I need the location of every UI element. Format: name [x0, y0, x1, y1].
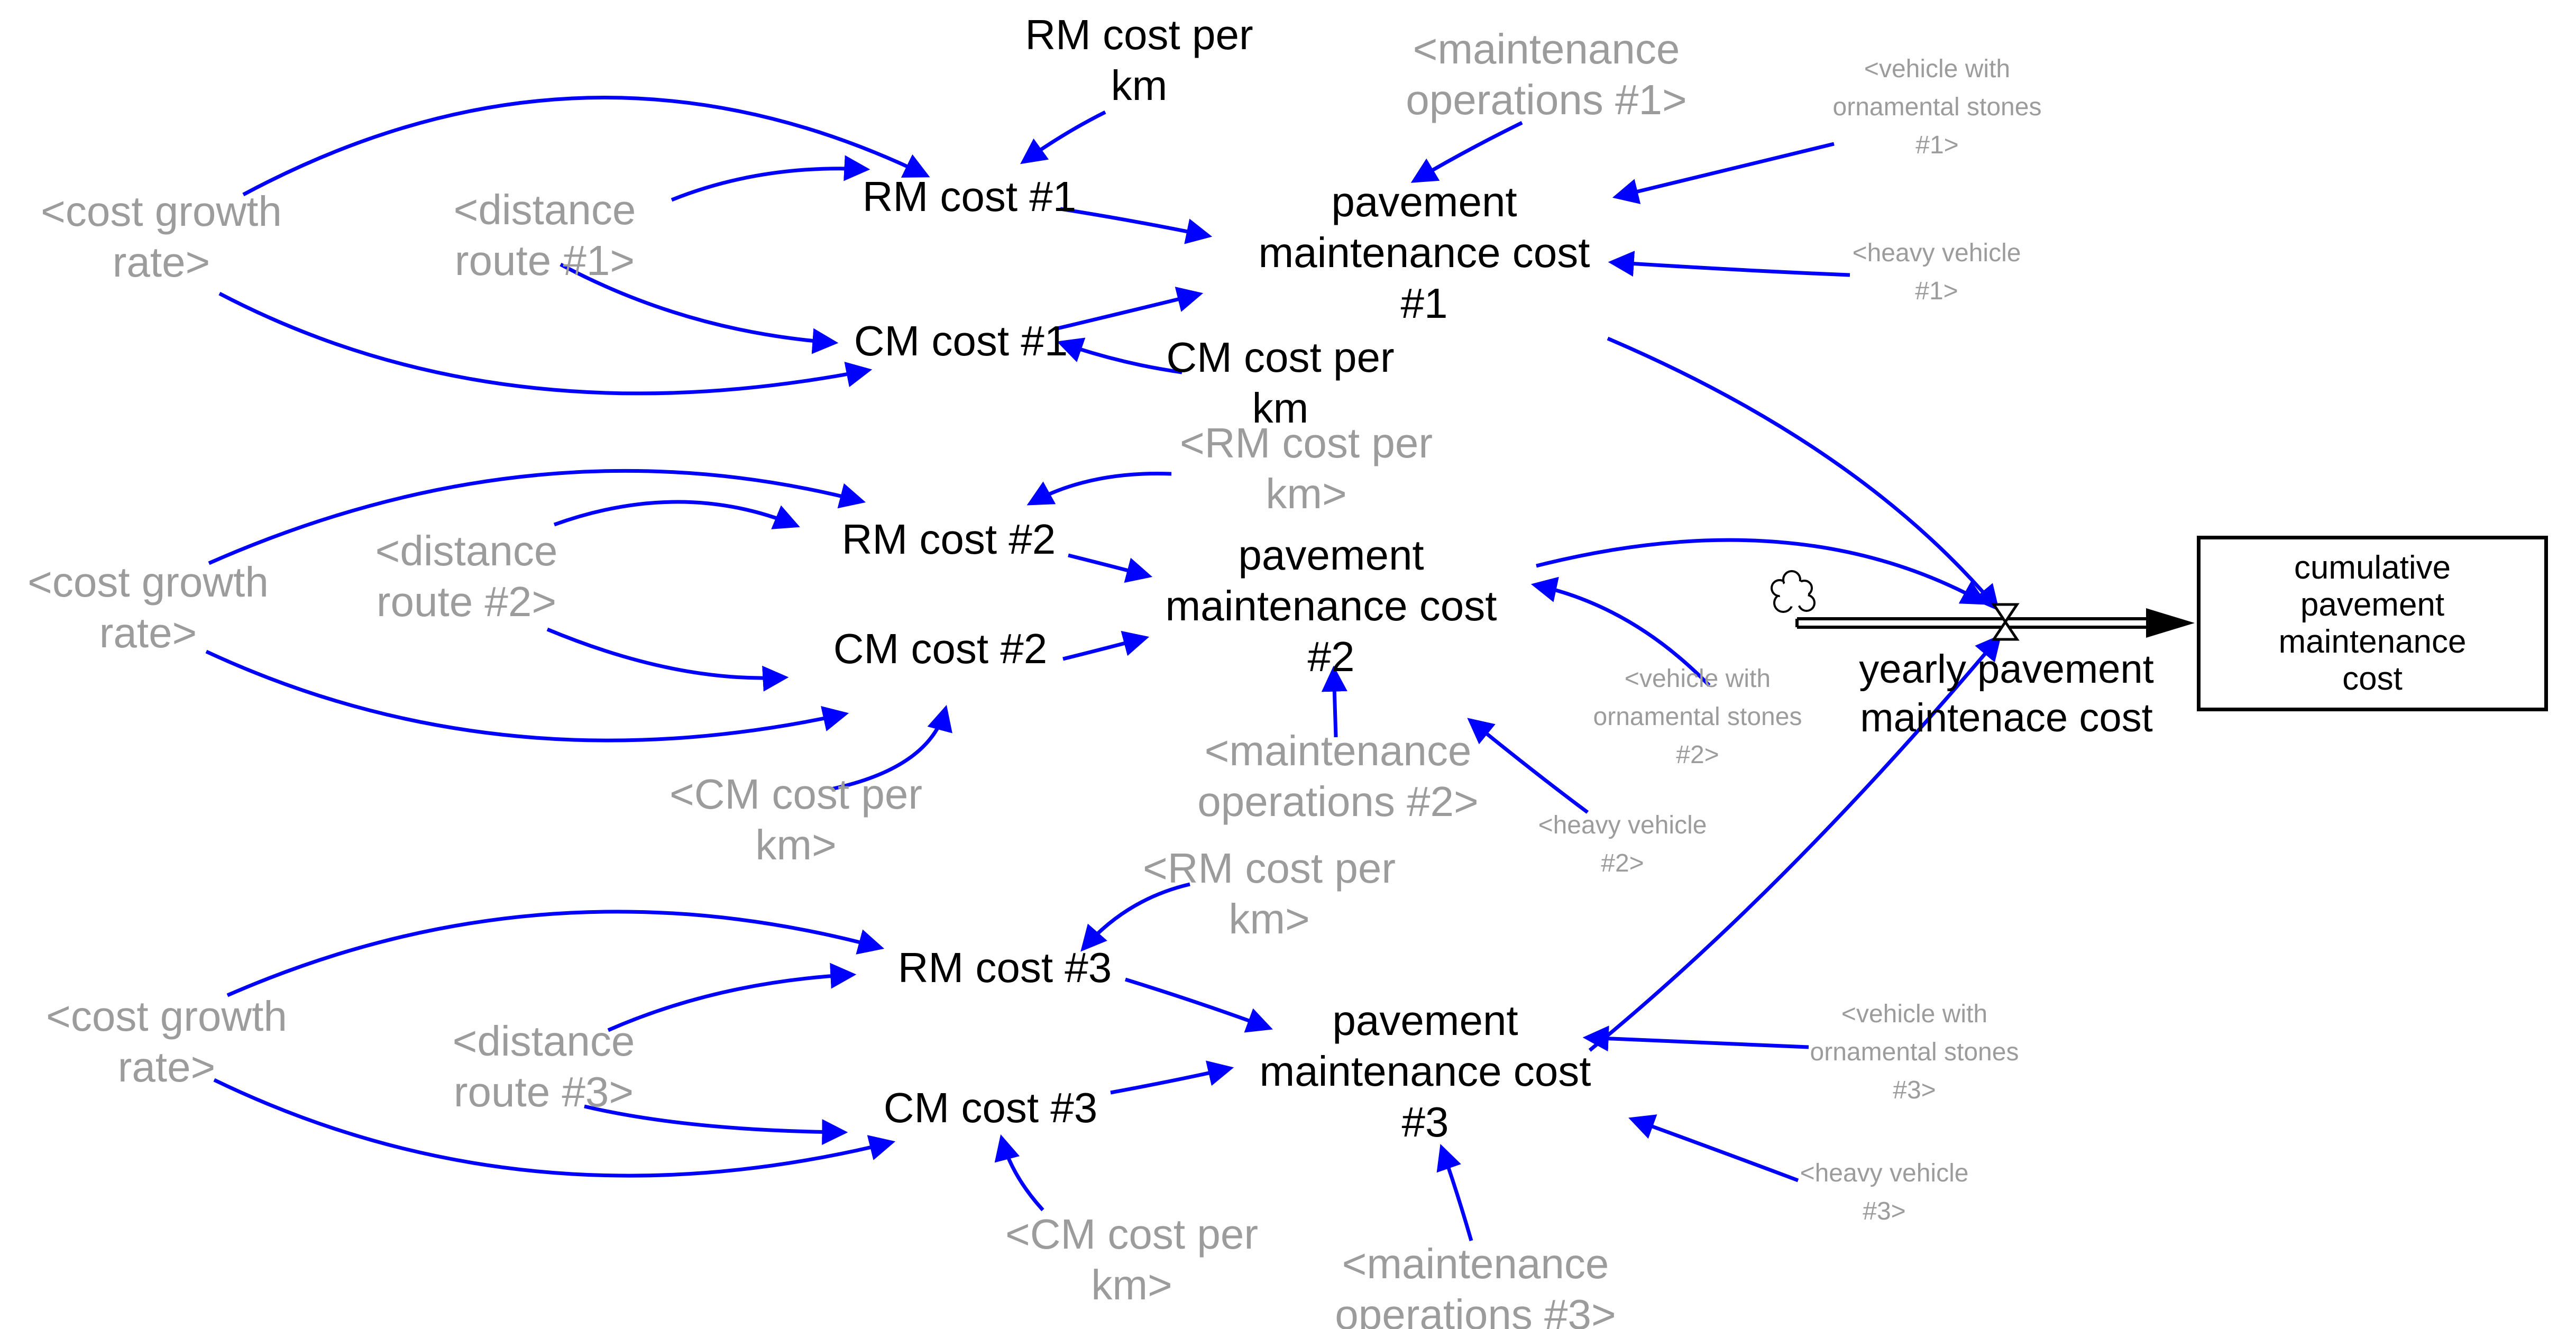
- variable-pavement-maint-cost-2[interactable]: pavement maintenance cost #2: [1165, 531, 1497, 680]
- arrow-distance-route-2-to-rm-cost-2[interactable]: [553, 500, 800, 529]
- arrow-cm-cost-per-km-3-to-cm-cost-3[interactable]: [994, 1134, 1044, 1212]
- arrow-maint-operations-1-to-pavement-maint-cost-1[interactable]: [1410, 121, 1523, 183]
- variable-cm-cost-1[interactable]: CM cost #1: [854, 317, 1068, 364]
- arrow-vehicle-stones-3-to-pavement-maint-cost-3[interactable]: [1582, 1025, 1809, 1052]
- arrow-distance-route-2-to-cm-cost-2[interactable]: [546, 627, 789, 692]
- arrow-rm-cost-per-km-to-rm-cost-1[interactable]: [1020, 110, 1106, 164]
- arrow-cost-growth-rate-1-to-cm-cost-1[interactable]: [218, 291, 873, 396]
- variable-cm-cost-per-km-2[interactable]: <CM cost per km>: [670, 771, 922, 868]
- cloud-icon[interactable]: [1771, 570, 1816, 613]
- arrow-rm-cost-per-km-3-to-rm-cost-3[interactable]: [1080, 882, 1190, 952]
- flow-pipe[interactable]: [1795, 608, 2195, 638]
- variable-cm-cost-3[interactable]: CM cost #3: [883, 1084, 1098, 1131]
- arrow-distance-route-3-to-cm-cost-3[interactable]: [584, 1104, 848, 1145]
- arrow-heavy-vehicle-3-to-pavement-maint-cost-3[interactable]: [1628, 1114, 1799, 1183]
- variable-rm-cost-per-km-3[interactable]: <RM cost per km>: [1143, 845, 1396, 942]
- variable-rm-cost-per-km[interactable]: RM cost per km: [1025, 11, 1253, 109]
- arrow-distance-route-1-to-cm-cost-1[interactable]: [560, 262, 839, 354]
- arrow-vehicle-stones-1-to-pavement-maint-cost-1[interactable]: [1612, 142, 1835, 204]
- variable-cm-cost-per-km[interactable]: CM cost per km: [1166, 334, 1395, 432]
- arrow-rm-cost-1-to-pavement-maint-cost-1[interactable]: [1060, 207, 1213, 244]
- arrow-cost-growth-rate-3-to-cm-cost-3[interactable]: [213, 1078, 896, 1178]
- valve-icon[interactable]: [1991, 603, 2020, 641]
- arrow-vehicle-stones-2-to-pavement-maint-cost-2[interactable]: [1530, 576, 1711, 687]
- arrow-pavement-maint-cost-1-to-flow-valve[interactable]: [1607, 336, 2000, 611]
- variable-maint-operations-1[interactable]: <maintenance operations #1>: [1406, 25, 1687, 123]
- variable-heavy-vehicle-1[interactable]: <heavy vehicle #1>: [1852, 239, 2021, 305]
- arrow-maint-operations-2-to-pavement-maint-cost-2[interactable]: [1321, 665, 1347, 738]
- arrow-cm-cost-per-km-2-to-cm-cost-2[interactable]: [831, 704, 952, 791]
- arrow-cost-growth-rate-1-to-rm-cost-1[interactable]: [242, 96, 930, 197]
- variable-vehicle-stones-1[interactable]: <vehicle with ornamental stones #1>: [1832, 55, 2042, 159]
- arrow-rm-cost-3-to-pavement-maint-cost-3[interactable]: [1124, 977, 1273, 1033]
- stock-cumulative-pavement-maintenance-cost[interactable]: cumulative pavement maintenance cost: [2197, 536, 2548, 711]
- variable-rm-cost-1[interactable]: RM cost #1: [862, 173, 1077, 220]
- variable-distance-route-2[interactable]: <distance route #2>: [375, 527, 558, 625]
- variable-heavy-vehicle-2[interactable]: <heavy vehicle #2>: [1538, 811, 1707, 877]
- arrow-cm-cost-per-km-to-cm-cost-1[interactable]: [1057, 337, 1182, 374]
- variable-cm-cost-2[interactable]: CM cost #2: [833, 625, 1048, 672]
- variable-vehicle-stones-2[interactable]: <vehicle with ornamental stones #2>: [1593, 665, 1802, 769]
- variable-heavy-vehicle-3[interactable]: <heavy vehicle #3>: [1800, 1159, 1969, 1225]
- arrow-cm-cost-2-to-pavement-maint-cost-2[interactable]: [1062, 630, 1150, 661]
- variable-rm-cost-per-km-2[interactable]: <RM cost per km>: [1180, 419, 1433, 517]
- arrow-cm-cost-1-to-pavement-maint-cost-1[interactable]: [1055, 287, 1204, 331]
- variable-cost-growth-rate-3[interactable]: <cost growth rate>: [46, 993, 287, 1090]
- variable-cm-cost-per-km-3[interactable]: <CM cost per km>: [1005, 1211, 1258, 1308]
- arrow-heavy-vehicle-2-to-pavement-maint-cost-2[interactable]: [1467, 718, 1589, 814]
- arrow-distance-route-1-to-rm-cost-1[interactable]: [671, 155, 870, 202]
- variable-pavement-maint-cost-1[interactable]: pavement maintenance cost #1: [1258, 178, 1590, 327]
- variable-distance-route-3[interactable]: <distance route #3>: [452, 1018, 635, 1115]
- variable-distance-route-1[interactable]: <distance route #1>: [453, 186, 636, 284]
- variable-yearly-pavement-maintenace-cost[interactable]: yearly pavement maintenace cost: [1859, 647, 2154, 740]
- arrow-pavement-maint-cost-2-to-flow-valve[interactable]: [1536, 538, 1988, 605]
- variable-vehicle-stones-3[interactable]: <vehicle with ornamental stones #3>: [1810, 1000, 2019, 1104]
- variable-cost-growth-rate-1[interactable]: <cost growth rate>: [41, 188, 282, 286]
- variable-rm-cost-2[interactable]: RM cost #2: [841, 516, 1056, 563]
- arrow-pavement-maint-cost-3-to-flow-valve[interactable]: [1588, 634, 2002, 1052]
- stock-label: cumulative pavement maintenance cost: [2278, 549, 2467, 697]
- variable-cost-growth-rate-2[interactable]: <cost growth rate>: [27, 558, 269, 656]
- arrow-rm-cost-per-km-2-to-rm-cost-2[interactable]: [1026, 472, 1172, 506]
- arrow-maint-operations-3-to-pavement-maint-cost-3[interactable]: [1436, 1144, 1473, 1241]
- variable-pavement-maint-cost-3[interactable]: pavement maintenance cost #3: [1259, 997, 1591, 1145]
- variable-maint-operations-2[interactable]: <maintenance operations #2>: [1197, 727, 1479, 825]
- arrow-heavy-vehicle-1-to-pavement-maint-cost-1[interactable]: [1608, 251, 1850, 277]
- arrow-cost-growth-rate-2-to-rm-cost-2[interactable]: [208, 469, 866, 565]
- arrow-cost-growth-rate-3-to-rm-cost-3[interactable]: [226, 910, 885, 997]
- flow-arrowhead: [2146, 608, 2195, 638]
- arrow-rm-cost-2-to-pavement-maint-cost-2[interactable]: [1068, 553, 1153, 583]
- arrow-cost-growth-rate-2-to-cm-cost-2[interactable]: [205, 649, 849, 743]
- arrow-cm-cost-3-to-pavement-maint-cost-3[interactable]: [1110, 1060, 1234, 1095]
- arrow-distance-route-3-to-rm-cost-3[interactable]: [607, 963, 857, 1032]
- variable-rm-cost-3[interactable]: RM cost #3: [897, 944, 1112, 991]
- variable-maint-operations-3[interactable]: <maintenance operations #3>: [1335, 1240, 1616, 1329]
